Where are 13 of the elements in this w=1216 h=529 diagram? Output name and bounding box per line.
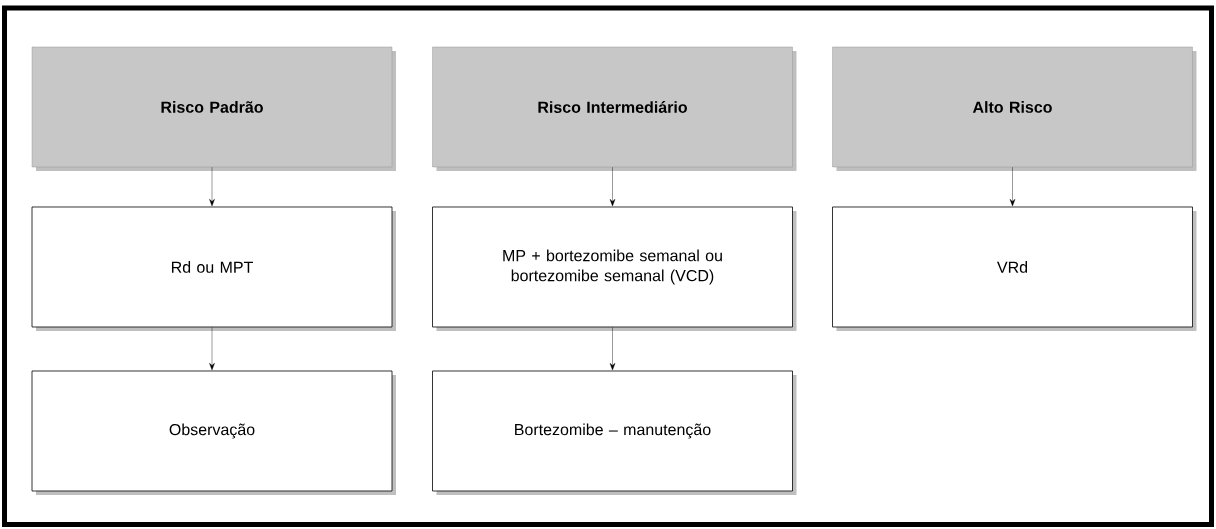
- category-box: Risco Padrão: [31, 46, 393, 168]
- category-box: Alto Risco: [832, 46, 1193, 168]
- process-box: Observação: [31, 370, 393, 492]
- category-box: Risco Intermediário: [432, 46, 793, 168]
- process-box: VRd: [832, 206, 1193, 328]
- process-box: MP + bortezomibe semanal ou bortezomibe semanal (VCD): [432, 206, 793, 328]
- arrow: [209, 327, 215, 371]
- arrow: [1009, 167, 1016, 207]
- arrow: [609, 327, 616, 371]
- arrow: [609, 167, 616, 207]
- process-box: Rd ou MPT: [31, 206, 393, 328]
- arrow: [209, 167, 215, 207]
- process-box: Bortezomibe – manutenção: [432, 370, 793, 492]
